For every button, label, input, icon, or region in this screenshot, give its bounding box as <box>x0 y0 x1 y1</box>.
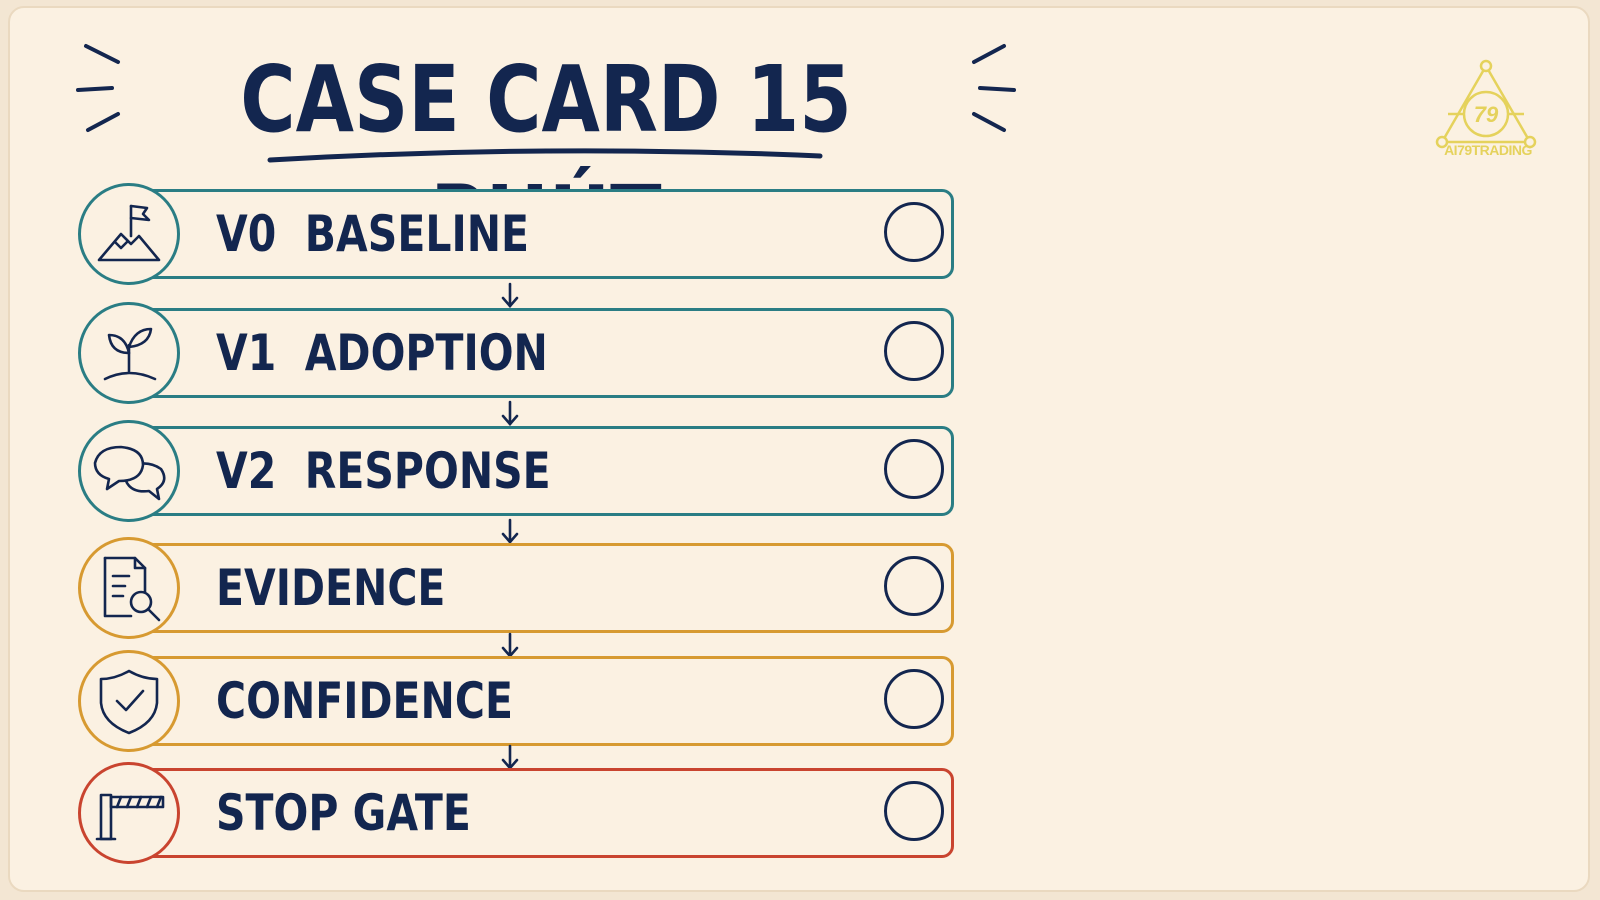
step-icon-circle <box>78 302 180 404</box>
step-stop-gate: STOP GATE <box>78 762 978 864</box>
sprout-icon <box>103 327 157 381</box>
step-confidence: CONFIDENCE <box>78 650 978 752</box>
step-icon-circle <box>78 183 180 285</box>
arrow-down-icon <box>501 282 519 308</box>
step-label: CONFIDENCE <box>216 672 513 730</box>
mountain-flag-icon <box>97 204 161 262</box>
chat-bubbles-icon <box>93 445 166 501</box>
step-label: STOP GATE <box>216 784 471 842</box>
step-label: V2 RESPONSE <box>216 442 551 500</box>
step-evidence: EVIDENCE <box>78 537 978 639</box>
document-search-icon <box>103 556 161 622</box>
step-bar <box>138 768 954 858</box>
shield-check-icon <box>99 669 159 735</box>
step-label: EVIDENCE <box>216 559 446 617</box>
step-checkbox[interactable] <box>884 781 944 841</box>
page-title: CASE CARD 15 PHÚT <box>240 46 852 273</box>
arrow-down-icon <box>501 518 519 544</box>
step-checkbox[interactable] <box>884 556 944 616</box>
logo-text: AI79TRADING <box>1444 142 1532 158</box>
step-icon-circle <box>78 762 180 864</box>
step-icon-circle <box>78 420 180 522</box>
step-bar <box>138 543 954 633</box>
title-area: CASE CARD 15 PHÚT <box>76 32 1016 273</box>
step-checkbox[interactable] <box>884 439 944 499</box>
step-checkbox[interactable] <box>884 202 944 262</box>
step-bar <box>138 308 954 398</box>
step-v0-baseline: V0 BASELINE <box>78 183 978 285</box>
step-checkbox[interactable] <box>884 321 944 381</box>
step-label: V1 ADOPTION <box>216 324 548 382</box>
step-v1-adoption: V1 ADOPTION <box>78 302 978 404</box>
arrow-down-icon <box>501 400 519 426</box>
step-checkbox[interactable] <box>884 669 944 729</box>
step-bar <box>138 426 954 516</box>
title-decoration-icon <box>76 44 1016 163</box>
step-icon-circle <box>78 537 180 639</box>
step-v2-response: V2 RESPONSE <box>78 420 978 522</box>
step-icon-circle <box>78 650 180 752</box>
logo-number: 79 <box>1474 102 1499 127</box>
barrier-gate-icon <box>95 793 165 841</box>
step-bar <box>138 656 954 746</box>
step-label: V0 BASELINE <box>216 205 530 263</box>
ai79trading-logo-icon: 79 <box>1435 59 1537 149</box>
